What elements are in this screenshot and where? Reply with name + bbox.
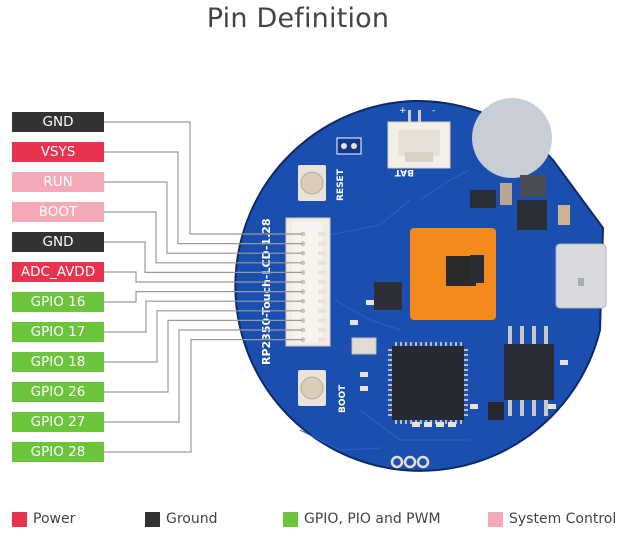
orange-flex-area: [410, 228, 496, 320]
fpc-contact: [318, 308, 326, 313]
fpc-contact: [318, 337, 326, 342]
leader-line: [104, 339, 302, 453]
usb-c-connector: [555, 243, 607, 309]
capacitor: [500, 183, 512, 205]
fpc-contact: [318, 289, 326, 294]
legend-item-gpio: GPIO, PIO and PWM: [283, 509, 441, 529]
leader-line: [104, 271, 302, 283]
fpc-pin: [300, 298, 306, 304]
legend-item-system: System Control: [488, 509, 616, 529]
passives: [350, 300, 568, 427]
leader-line: [104, 151, 302, 245]
bat-label: BAT: [394, 167, 414, 177]
legend-item-power: Power: [12, 509, 75, 529]
fpc-pin: [300, 260, 306, 266]
legend-label: Power: [33, 511, 76, 527]
fpc-pin: [300, 289, 306, 294]
pin-label-gpio-16: GPIO 16: [12, 292, 104, 312]
legend-label: Ground: [166, 511, 218, 527]
legend-swatch-power: [12, 511, 27, 527]
diode: [470, 255, 484, 283]
test-pads: [390, 455, 430, 469]
regulator-ic: [517, 200, 547, 230]
legend-swatch-ground: [145, 511, 160, 527]
boot-label: BOOT: [338, 384, 348, 413]
crystal: [351, 337, 377, 355]
pin-label-gpio-28: GPIO 28: [12, 442, 104, 462]
boot-button: [298, 370, 326, 406]
fpc-pin: [300, 327, 306, 333]
capacitor-2: [558, 205, 570, 225]
bat-plus-label: +: [399, 106, 407, 116]
reset-jumper: [336, 137, 362, 155]
fpc-pin: [300, 279, 306, 285]
fpc-contact: [318, 280, 326, 284]
fpc-pin: [300, 308, 306, 314]
pin-label-gnd: GND: [12, 232, 104, 252]
fpc-contact: [318, 299, 326, 304]
leader-line: [104, 121, 302, 235]
fpc-pin: [300, 250, 306, 256]
reset-label: RESET: [336, 168, 346, 201]
fpc-pin: [300, 241, 306, 246]
small-ic: [488, 402, 504, 420]
pin-label-run: RUN: [12, 172, 104, 192]
leader-line: [104, 241, 302, 273]
pin-label-vsys: VSYS: [12, 142, 104, 162]
leader-line: [104, 181, 302, 254]
fpc-pin: [300, 318, 306, 323]
leader-lines: [104, 121, 302, 453]
leader-line: [104, 291, 302, 303]
reset-button: [298, 165, 326, 201]
fpc-contact: [318, 318, 326, 323]
page-title: Pin Definition: [206, 3, 390, 34]
mcu-chip: [388, 342, 468, 424]
inductor: [520, 175, 546, 197]
leader-line: [104, 211, 302, 264]
sensor-ic: [374, 282, 402, 310]
fpc-contact: [318, 260, 326, 265]
fpc-pin: [300, 231, 306, 237]
legend-swatch-system: [488, 511, 503, 527]
legend-label: GPIO, PIO and PWM: [304, 511, 441, 527]
legend-label: System Control: [509, 511, 617, 527]
pin-label-gpio-27: GPIO 27: [12, 412, 104, 432]
pin-label-gnd: GND: [12, 112, 104, 132]
leader-line: [104, 310, 302, 363]
fpc-contact: [318, 328, 326, 332]
fpc-pin: [300, 270, 306, 275]
battery-holder-pad: [472, 98, 552, 178]
fpc-contact: [318, 241, 326, 246]
legend-item-ground: Ground: [145, 509, 218, 529]
leader-line: [104, 300, 302, 333]
bat-minus-label: -: [432, 106, 435, 116]
pcb-traces: [299, 169, 471, 451]
fpc-contact: [318, 232, 326, 236]
legend-swatch-gpio: [283, 511, 298, 527]
transistor: [470, 190, 496, 208]
battery-connector: [387, 110, 451, 169]
pin-label-boot: BOOT: [12, 202, 104, 222]
fpc-contact: [318, 251, 326, 256]
pin-label-gpio-18: GPIO 18: [12, 352, 104, 372]
leader-line: [104, 329, 302, 423]
fpc-contact: [318, 270, 326, 275]
fpc-pin: [300, 337, 306, 342]
pin-label-gpio-26: GPIO 26: [12, 382, 104, 402]
pin-label-adc-avdd: ADC_AVDD: [12, 262, 104, 282]
flash-chip: [504, 326, 554, 416]
leader-line: [104, 319, 302, 393]
pin-label-gpio-17: GPIO 17: [12, 322, 104, 342]
